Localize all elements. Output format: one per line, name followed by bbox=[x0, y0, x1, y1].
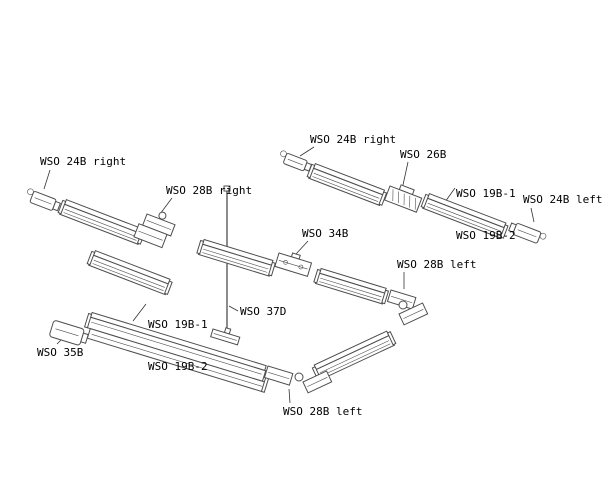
connector-wso28b-right-icon bbox=[133, 211, 176, 249]
label-connector-left-upper: WSO 28B left bbox=[397, 258, 477, 271]
coupler-wso34b-icon bbox=[274, 252, 313, 277]
adapter-wso24b-right-icon bbox=[280, 150, 313, 172]
track-rail-double-wso19b-icon bbox=[83, 311, 272, 393]
track-rail-icon bbox=[196, 238, 276, 277]
label-rail-bottom: WSO 19B-1 WSO 19B-2 bbox=[148, 290, 208, 402]
label-connector-right: WSO 28B right bbox=[166, 184, 253, 197]
track-rail-icon bbox=[306, 162, 388, 207]
endcap-wso24b-right-icon bbox=[27, 188, 62, 212]
label-coupler-mid: WSO 34B bbox=[302, 227, 349, 240]
endcap-wso24b-left-icon bbox=[508, 222, 547, 244]
leader-lines bbox=[43, 146, 535, 404]
label-rail-top: WSO 19B-1 WSO 19B-2 bbox=[456, 159, 516, 271]
label-feed: WSO 26B bbox=[400, 148, 447, 161]
connector-wso28b-left-lower-icon bbox=[263, 365, 333, 394]
track-rail-icon bbox=[86, 249, 173, 296]
label-rail-top-line1: WSO 19B-1 bbox=[456, 187, 516, 200]
track-rail-icon bbox=[313, 267, 390, 305]
track-rail-icon bbox=[311, 330, 397, 381]
label-rail-top-line2: WSO 19B-2 bbox=[456, 229, 516, 242]
label-pendant: WSO 37D bbox=[240, 305, 287, 318]
track-rail-icon bbox=[57, 198, 146, 245]
label-rail-bottom-line1: WSO 19B-1 bbox=[148, 318, 208, 331]
feed-wso26b-icon bbox=[383, 184, 423, 213]
label-endcap-right-upper: WSO 24B right bbox=[40, 155, 127, 168]
pendant-rod-wso37d-icon bbox=[210, 185, 241, 346]
end-feed-wso35b-icon bbox=[49, 320, 89, 346]
track-rail-wso19b-icon bbox=[420, 192, 509, 239]
label-end-feed: WSO 35B bbox=[37, 346, 84, 359]
label-rail-bottom-line2: WSO 19B-2 bbox=[148, 360, 208, 373]
label-endcap-left-upper: WSO 24B left bbox=[523, 193, 603, 206]
connector-wso28b-left-upper-icon bbox=[386, 289, 429, 326]
label-connector-left-lower: WSO 28B left bbox=[283, 405, 363, 418]
label-adapter-right-top: WSO 24B right bbox=[310, 133, 397, 146]
